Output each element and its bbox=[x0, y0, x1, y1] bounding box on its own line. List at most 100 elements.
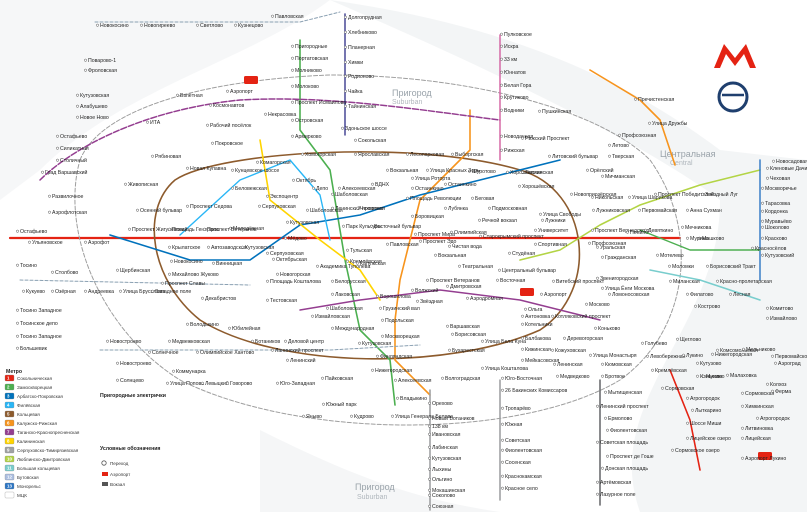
station-label[interactable]: Гражданская bbox=[605, 255, 636, 261]
station-label[interactable]: Орёлский bbox=[590, 167, 614, 174]
station-label[interactable]: Улица Шарикова bbox=[632, 195, 673, 201]
station-label[interactable]: Антоновка bbox=[525, 314, 550, 320]
station-label[interactable]: Юго-Западная bbox=[280, 381, 315, 387]
station-label[interactable]: Профсоюзная bbox=[622, 133, 656, 139]
station-label[interactable]: Лукино bbox=[686, 353, 703, 359]
station-label[interactable]: Остаинкино bbox=[448, 182, 477, 188]
station-label[interactable]: Живописная bbox=[128, 182, 158, 188]
station-label[interactable]: Кленовые Дачи bbox=[770, 166, 807, 172]
station-label[interactable]: 138 км bbox=[432, 424, 448, 430]
station-label[interactable]: Мунино bbox=[706, 374, 725, 380]
station-label[interactable]: ИТА bbox=[150, 120, 161, 126]
station-label[interactable]: Покровское bbox=[215, 141, 243, 147]
station-label[interactable]: Октябрь bbox=[296, 178, 316, 184]
station-label[interactable]: Улица Дружбы bbox=[652, 121, 688, 127]
station-label[interactable]: Поварово-1 bbox=[88, 58, 116, 64]
station-label[interactable]: Фроловская bbox=[88, 68, 117, 74]
station-label[interactable]: Площадь Генерала bbox=[172, 227, 219, 233]
station-label[interactable]: Агрогородок bbox=[760, 416, 790, 422]
station-label[interactable]: Новосадовая bbox=[776, 159, 807, 165]
station-label[interactable]: Аэропорт bbox=[544, 292, 567, 298]
station-label[interactable]: Хорошёвская bbox=[522, 184, 555, 190]
station-label[interactable]: Новодачная bbox=[504, 134, 533, 140]
station-label[interactable]: Лужники bbox=[545, 218, 566, 224]
station-label[interactable]: Лубянка bbox=[448, 206, 468, 212]
station-label[interactable]: Химкинская bbox=[745, 404, 774, 410]
station-label[interactable]: Литвиновка bbox=[745, 426, 773, 432]
station-label[interactable]: Дмитровская bbox=[450, 284, 482, 290]
station-label[interactable]: Аэрофлотская bbox=[52, 210, 87, 216]
station-label[interactable]: Вокзальная bbox=[438, 253, 466, 259]
station-label[interactable]: Котляковский проспект bbox=[555, 313, 611, 320]
station-label[interactable]: Юбилейная bbox=[232, 325, 261, 332]
station-label[interactable]: Лазурное поле bbox=[600, 492, 636, 498]
station-label[interactable]: Новостроево bbox=[120, 361, 152, 367]
station-label[interactable]: Никольская bbox=[595, 195, 623, 201]
station-label[interactable]: Осенний бульвар bbox=[140, 207, 182, 214]
station-label[interactable]: Волжский bbox=[415, 287, 438, 294]
station-label[interactable]: Столичный bbox=[60, 157, 87, 164]
station-label[interactable]: Говорово bbox=[230, 381, 252, 387]
station-label[interactable]: Варшавская bbox=[450, 324, 480, 330]
station-label[interactable]: Улица Бела Куна bbox=[485, 339, 526, 345]
station-label[interactable]: Улица Красных Зорь bbox=[430, 168, 480, 174]
station-label[interactable]: Кутузовская bbox=[245, 245, 274, 251]
station-label[interactable]: Чеховая bbox=[770, 176, 790, 182]
station-label[interactable]: Михайлово Жуково bbox=[172, 271, 219, 278]
station-label[interactable]: Тестовская bbox=[270, 298, 297, 304]
station-label[interactable]: Боровицкая bbox=[415, 214, 444, 220]
station-label[interactable]: Рижская bbox=[504, 148, 525, 154]
station-label[interactable]: Коммунарка bbox=[176, 369, 206, 375]
station-label[interactable]: Проспект Ветеранов bbox=[207, 227, 257, 233]
station-label[interactable]: Ольгино bbox=[432, 477, 452, 483]
station-label[interactable]: Лыхины bbox=[432, 467, 451, 473]
station-label[interactable]: Мейкасовская bbox=[525, 357, 560, 364]
station-label[interactable]: Подмосковная bbox=[492, 206, 527, 212]
station-label[interactable]: Кижинская bbox=[525, 347, 551, 353]
station-label[interactable]: Ферма bbox=[775, 389, 791, 395]
station-label[interactable]: Проспект Вернадского bbox=[595, 228, 650, 234]
station-label[interactable]: Котельники bbox=[525, 322, 553, 328]
station-label[interactable]: Кукуево bbox=[26, 289, 45, 295]
station-label[interactable]: Кутузовский bbox=[765, 252, 794, 259]
station-label[interactable]: Сокольская bbox=[358, 138, 386, 144]
station-label[interactable]: ВДНХ bbox=[375, 182, 390, 188]
station-label[interactable]: Новогиреево bbox=[144, 23, 175, 29]
station-label[interactable]: Улица Брусилова bbox=[123, 289, 165, 295]
station-label[interactable]: Тропарёво bbox=[505, 406, 531, 412]
station-label[interactable]: Проспект Славы bbox=[165, 281, 205, 287]
station-label[interactable]: Некрасовка bbox=[268, 112, 296, 118]
station-label[interactable]: Озёрная bbox=[55, 289, 76, 295]
station-label[interactable]: Борисовский Тракт bbox=[710, 263, 756, 270]
station-label[interactable]: Фиолентовская bbox=[505, 448, 542, 454]
station-label[interactable]: Алексеевская bbox=[342, 186, 376, 192]
station-label[interactable]: Новокосино bbox=[174, 259, 203, 265]
station-label[interactable]: Пенино bbox=[630, 230, 648, 236]
station-label[interactable]: Таллинская bbox=[525, 170, 553, 176]
station-label[interactable]: Колхоз bbox=[770, 382, 787, 388]
station-label[interactable]: Град Варшавский bbox=[45, 169, 87, 176]
station-label[interactable]: Девяткино bbox=[648, 228, 673, 234]
station-label[interactable]: Машково bbox=[702, 236, 724, 242]
station-label[interactable]: Солнцево bbox=[120, 378, 144, 384]
station-label[interactable]: Комсомольская bbox=[720, 348, 758, 354]
station-label[interactable]: Мёдово bbox=[288, 236, 307, 242]
station-label[interactable]: Солнечное bbox=[152, 350, 179, 356]
station-label[interactable]: Нижегородская bbox=[375, 368, 412, 374]
station-label[interactable]: Южная bbox=[505, 422, 522, 428]
station-label[interactable]: Кутузовская bbox=[80, 93, 109, 99]
station-label[interactable]: Ломоносовская bbox=[612, 292, 650, 298]
station-label[interactable]: Площадь Кошталова bbox=[270, 279, 321, 285]
station-label[interactable]: Владыкино bbox=[400, 396, 427, 402]
station-label[interactable]: Проспект Ветеранов bbox=[430, 278, 480, 284]
station-label[interactable]: Портатовская bbox=[295, 56, 328, 62]
station-label[interactable]: Союзная bbox=[432, 504, 454, 510]
station-label[interactable]: Лабинская bbox=[432, 445, 458, 451]
station-label[interactable]: Тосино bbox=[20, 263, 37, 269]
station-label[interactable]: Ланинский проспект bbox=[275, 347, 324, 354]
station-label[interactable]: Балбакова bbox=[525, 336, 551, 342]
station-label[interactable]: Кремлёвская bbox=[350, 259, 382, 265]
station-label[interactable]: Планерная bbox=[348, 45, 375, 51]
station-label[interactable]: Советская bbox=[505, 438, 530, 444]
station-label[interactable]: Беговая bbox=[475, 196, 495, 202]
